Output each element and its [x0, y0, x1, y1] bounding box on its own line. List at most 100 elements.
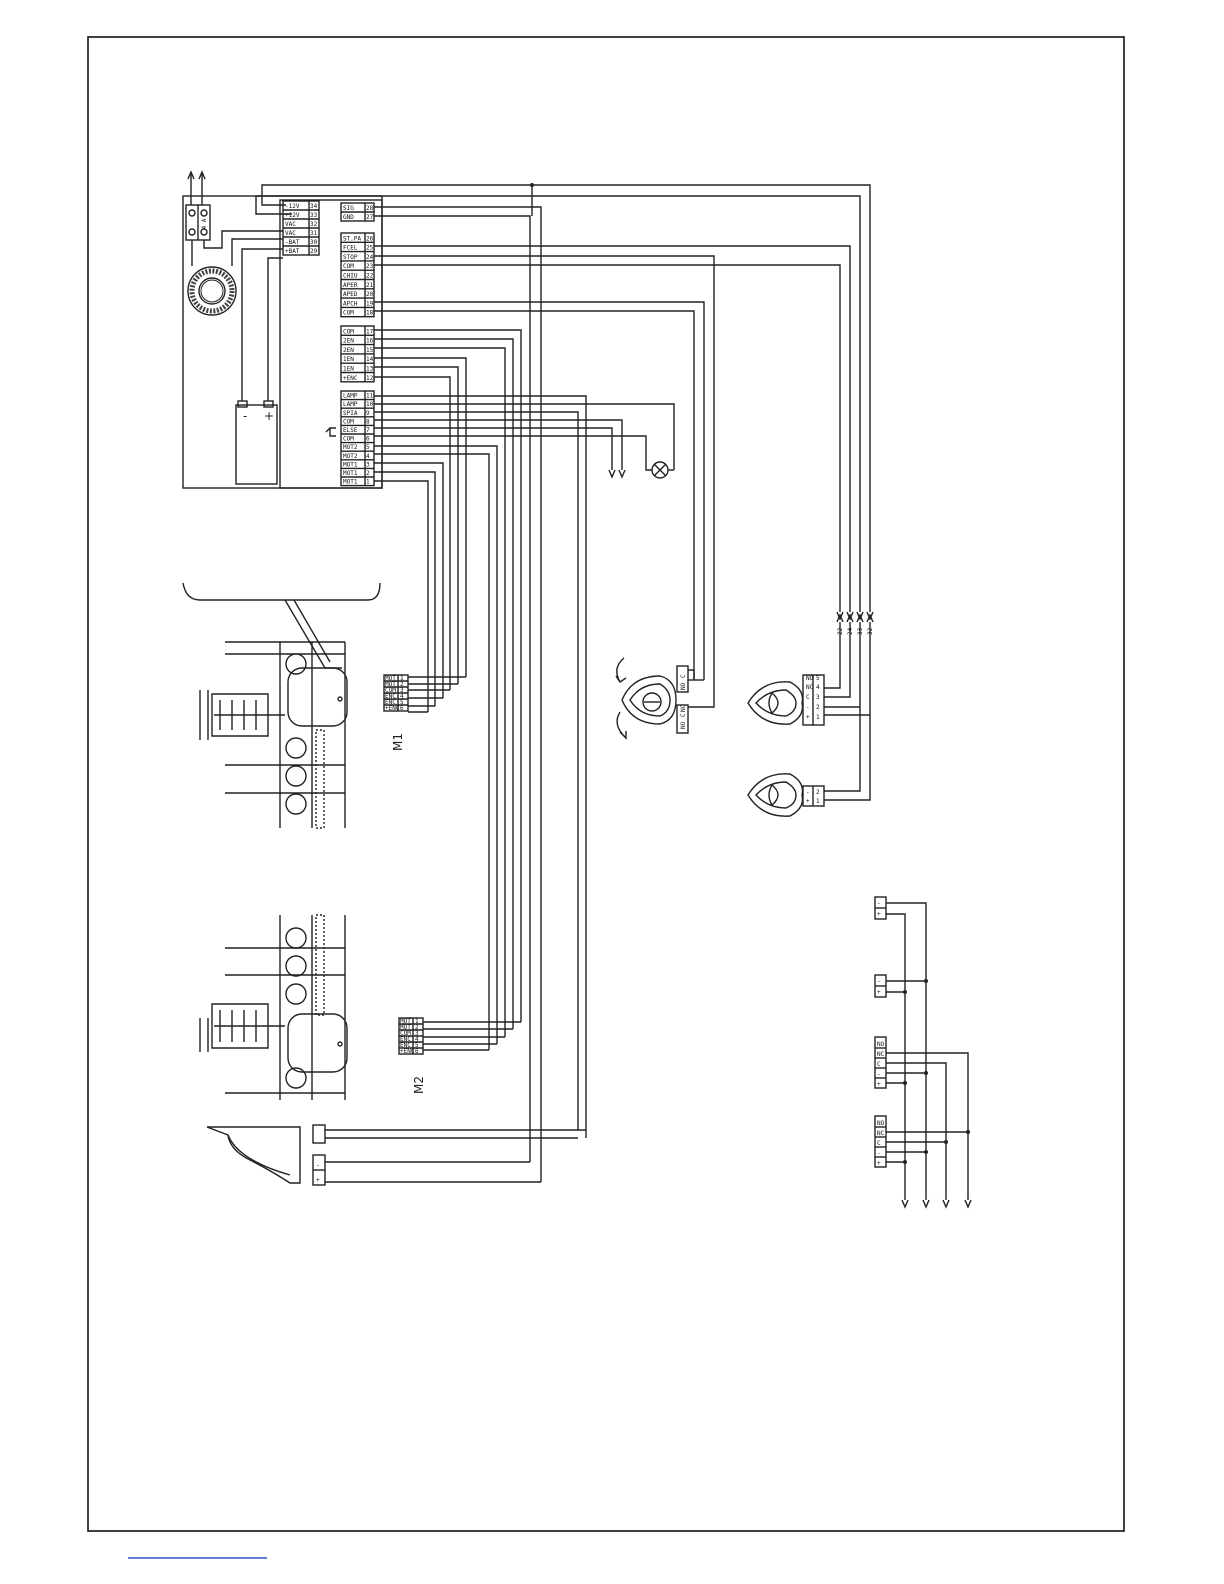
plug-label: COM — [385, 687, 396, 694]
photocell-ref-number: 33 — [857, 627, 864, 635]
terminal-number: 17 — [366, 328, 374, 335]
key-t4: C — [680, 674, 687, 678]
tx-t1: + — [806, 714, 810, 721]
terminal-label: -12V — [285, 203, 300, 210]
terminal-label: COM — [343, 418, 354, 425]
terminal-label: +ENC — [343, 375, 358, 382]
key-t5: NO — [680, 682, 687, 690]
terminal-label: MOT2 — [343, 444, 358, 451]
tx-n1: 1 — [816, 714, 820, 721]
tx-n2: 2 — [816, 704, 820, 711]
lamp-icon — [645, 461, 674, 479]
mains-arrows — [187, 170, 206, 205]
side4-c: C — [877, 1140, 881, 1147]
key-selector: NO C NC C NO — [615, 657, 715, 740]
terminal-number: 14 — [366, 356, 374, 363]
plug-label: MOT — [400, 1018, 411, 1025]
side1-b: - — [877, 900, 881, 907]
terminal-number: 34 — [310, 203, 318, 210]
plug-label: MOT — [385, 675, 396, 682]
plug-label: +ENC — [400, 1048, 415, 1055]
battery-minus: - — [243, 409, 247, 423]
terminal-number: 20 — [366, 291, 374, 298]
terminal-number: 19 — [366, 300, 374, 307]
side3-c: C — [877, 1061, 881, 1068]
plug-number: 3 — [415, 1030, 419, 1037]
terminal-number: 1 — [366, 479, 370, 486]
terminal-number: 13 — [366, 366, 374, 373]
rx-t2: - — [806, 789, 810, 796]
terminal-label: STOP — [343, 254, 358, 261]
tx-t5: NO — [806, 675, 814, 682]
terminal-number: 9 — [366, 410, 370, 417]
terminal-label: ST.PA — [343, 235, 361, 242]
battery: - + — [235, 400, 278, 485]
encoder-wiring — [374, 329, 522, 1037]
terminal-number: 11 — [366, 393, 374, 400]
terminal-label: GND — [343, 214, 354, 221]
terminal-number: 7 — [366, 427, 370, 434]
terminal-label: MOT1 — [343, 461, 358, 468]
terminal-label: COM — [343, 263, 354, 270]
accessory-terminals: + - + - + - C NC NO + - C NC NO — [874, 896, 972, 1209]
plug-number: 2 — [415, 1024, 419, 1031]
terminal-number: 31 — [310, 230, 318, 237]
terminal-label: VAC — [285, 221, 296, 228]
plug-number: 4 — [400, 693, 404, 700]
terminal-label: MOT2 — [343, 453, 358, 460]
plug-number: 4 — [415, 1036, 419, 1043]
side3-b: - — [877, 1071, 881, 1078]
terminal-number: 27 — [366, 214, 374, 221]
input-wiring — [374, 183, 851, 1182]
terminal-label: FCEL — [343, 245, 358, 252]
terminal-label: 1EN — [343, 356, 354, 363]
antenna-plus: + — [316, 1177, 320, 1184]
tx-n3: 3 — [816, 694, 820, 701]
terminal-label: SIG — [343, 205, 354, 212]
rx-t1: + — [806, 798, 810, 805]
terminal-label: 2EN — [343, 347, 354, 354]
terminal-label: +12V — [285, 212, 300, 219]
terminal-label: COM — [343, 328, 354, 335]
terminal-number: 26 — [366, 235, 374, 242]
plug-label: MOT — [385, 681, 396, 688]
terminal-label: ELSE — [343, 427, 358, 434]
terminal-label: MOT1 — [343, 470, 358, 477]
key-t1: NO — [680, 721, 687, 729]
transformer-icon — [187, 266, 237, 316]
terminal-number: 2 — [366, 470, 370, 477]
tx-t3: C — [806, 694, 810, 701]
m2-label: M2 — [412, 1076, 426, 1094]
rx-n1: 1 — [816, 798, 820, 805]
plug-number: 5 — [415, 1042, 419, 1049]
plug-label: MOT — [400, 1024, 411, 1031]
plug-label: COM — [400, 1030, 411, 1037]
terminal-label: SPIA — [343, 410, 358, 417]
rx-n2: 2 — [816, 789, 820, 796]
terminal-number: 5 — [366, 444, 370, 451]
terminal-number: 22 — [366, 273, 374, 280]
terminal-number: 23 — [366, 263, 374, 270]
photocell-ref-number: 24 — [847, 627, 854, 635]
plug-number: 1 — [415, 1018, 419, 1025]
plug-number: 2 — [400, 681, 404, 688]
plug-number: 6 — [415, 1048, 419, 1055]
terminal-label: COM — [343, 436, 354, 443]
terminal-label: +BAT — [285, 248, 300, 255]
side4-a: + — [877, 1160, 881, 1167]
terminal-number: 8 — [366, 418, 370, 425]
motor-wiring — [325, 395, 675, 1138]
fuse-label: 4 A — [201, 218, 208, 229]
terminal-number: 3 — [366, 461, 370, 468]
terminal-label: -BAT — [285, 239, 300, 246]
flashing-lamp: + - — [206, 1124, 586, 1186]
tx-t2: - — [806, 704, 810, 711]
side1-a: + — [877, 911, 881, 918]
tx-t4: NC — [806, 684, 814, 691]
terminal-number: 33 — [310, 212, 318, 219]
